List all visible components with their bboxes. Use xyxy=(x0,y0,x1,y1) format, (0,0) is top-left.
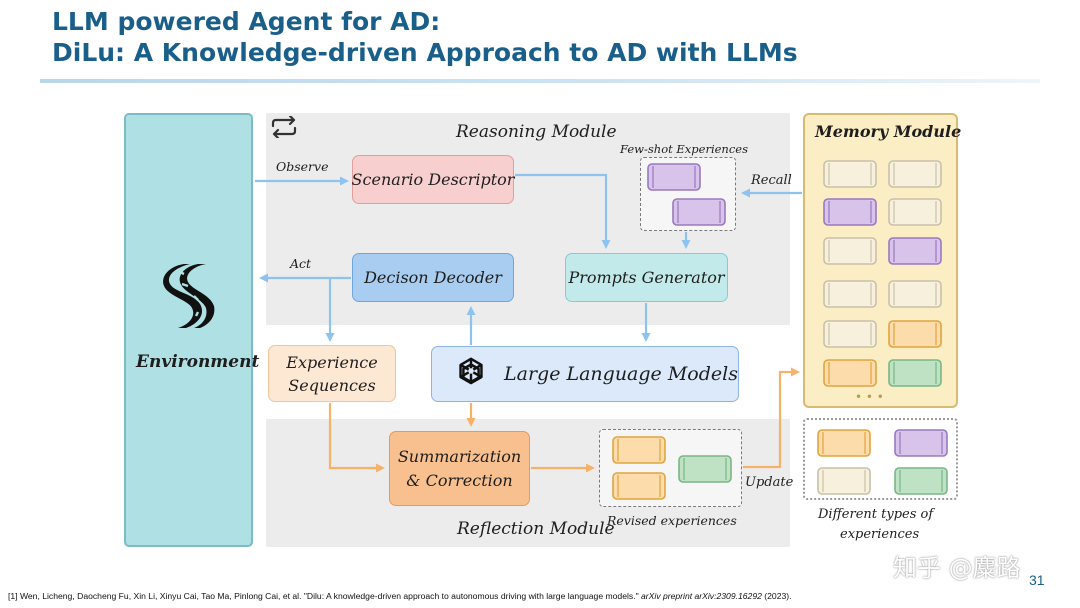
experience-sequences-line1: Experience xyxy=(286,352,378,372)
slide-title-line2: DiLu: A Knowledge-driven Approach to AD … xyxy=(52,38,798,67)
revised-experiences-label: Revised experiences xyxy=(607,513,737,528)
experience-sequences-box: Experience Sequences xyxy=(268,345,396,402)
experience-card xyxy=(888,198,942,226)
reasoning-module-title: Reasoning Module xyxy=(456,122,617,142)
legend-label-line1: Different types of xyxy=(818,507,934,522)
prompts-generator-box: Prompts Generator xyxy=(565,253,728,302)
summarization-line1: Summarization xyxy=(397,446,522,466)
update-label: Update xyxy=(745,475,794,490)
experience-card xyxy=(823,359,877,387)
experience-card xyxy=(888,320,942,348)
llm-label: Large Language Models xyxy=(504,363,738,385)
slide-title-line1: LLM powered Agent for AD: xyxy=(52,7,441,36)
experience-card xyxy=(888,359,942,387)
citation-year: (2023). xyxy=(761,591,792,601)
experience-card xyxy=(678,455,732,483)
arrow-update xyxy=(743,367,800,469)
few-shot-experiences-label: Few-shot Experiences xyxy=(620,142,748,156)
road-icon xyxy=(163,264,215,328)
scenario-descriptor-box: Scenario Descriptor xyxy=(352,155,514,204)
watermark: 知乎 @麋路 xyxy=(893,554,1021,582)
reflection-module-title: Reflection Module xyxy=(457,519,615,539)
citation-journal: arXiv preprint arXiv:2309.16292 xyxy=(641,591,762,601)
act-label: Act xyxy=(290,256,312,271)
experience-card xyxy=(823,160,877,188)
openai-icon xyxy=(459,357,483,385)
arrow-experience-to-summary xyxy=(328,403,385,473)
recall-label: Recall xyxy=(751,173,792,188)
arrow-scenario-to-prompts xyxy=(515,173,611,249)
experience-card xyxy=(672,198,726,226)
large-language-models-box: Large Language Models xyxy=(431,346,739,402)
experience-card xyxy=(612,472,666,500)
experience-card xyxy=(894,467,948,495)
environment-label: Environment xyxy=(136,352,260,372)
experience-card xyxy=(894,429,948,457)
decision-decoder-box: Decison Decoder xyxy=(352,253,514,302)
page-number: 31 xyxy=(1029,572,1045,588)
experience-card xyxy=(823,280,877,308)
experience-card xyxy=(823,198,877,226)
environment-block xyxy=(124,113,253,547)
repeat-icon xyxy=(271,116,297,138)
experience-card xyxy=(888,237,942,265)
experience-card xyxy=(817,467,871,495)
experience-card xyxy=(817,429,871,457)
experience-card xyxy=(823,237,877,265)
observe-label: Observe xyxy=(276,159,329,174)
summarization-correction-box: Summarization & Correction xyxy=(389,431,530,506)
experience-sequences-line2: Sequences xyxy=(288,375,376,395)
citation-text: [1] Wen, Licheng, Daocheng Fu, Xin Li, X… xyxy=(8,591,642,601)
citation: [1] Wen, Licheng, Daocheng Fu, Xin Li, X… xyxy=(8,591,792,601)
memory-ellipsis: • • • xyxy=(855,390,884,404)
experience-card xyxy=(612,436,666,464)
experience-card xyxy=(647,163,701,191)
title-divider xyxy=(40,79,1040,83)
memory-module-title: Memory Module xyxy=(815,122,962,141)
legend-label-line2: experiences xyxy=(840,527,920,542)
summarization-line2: & Correction xyxy=(406,470,513,490)
experience-types-legend xyxy=(803,418,958,500)
experience-card xyxy=(888,160,942,188)
experience-card xyxy=(823,320,877,348)
experience-card xyxy=(888,280,942,308)
